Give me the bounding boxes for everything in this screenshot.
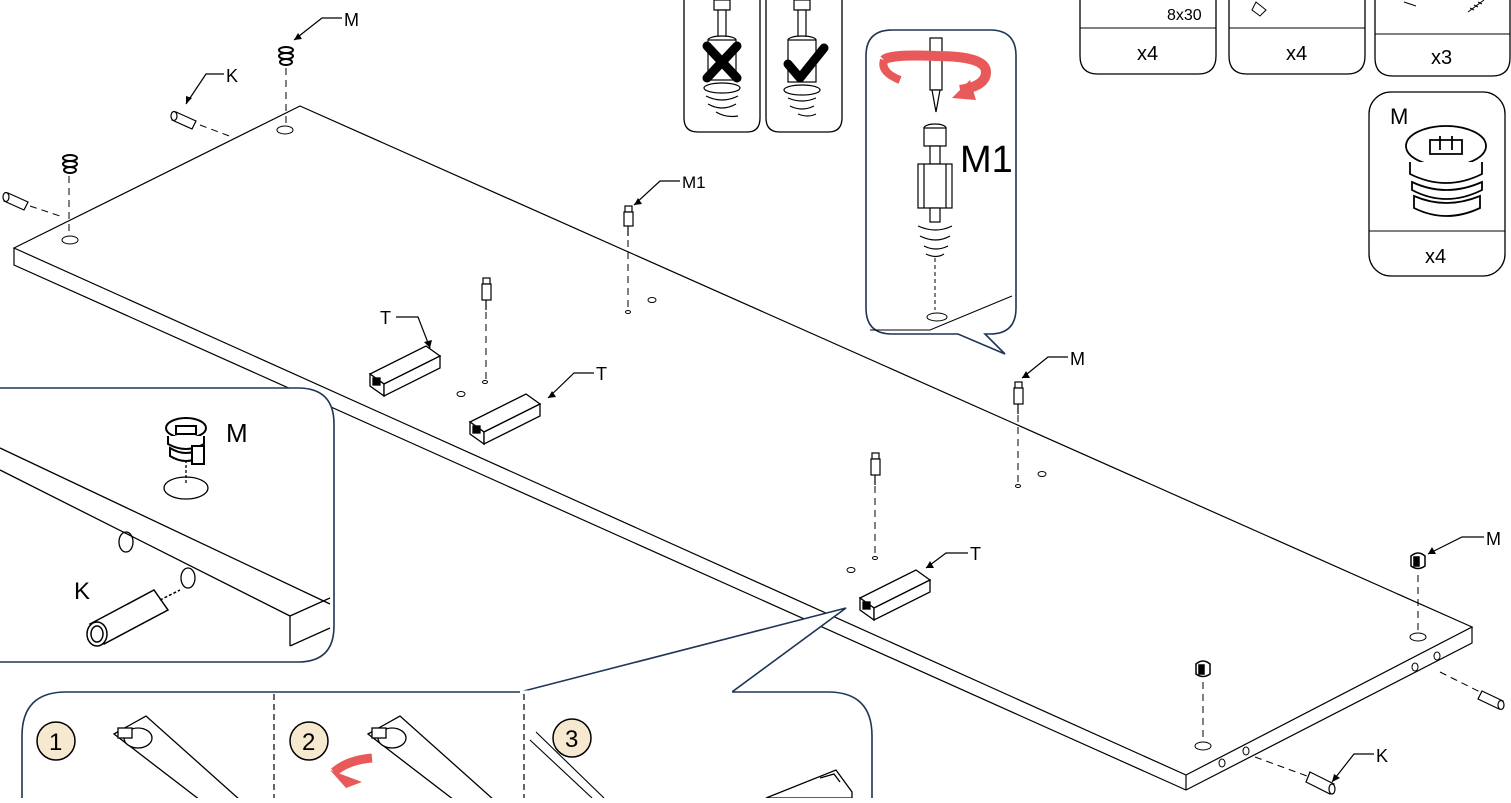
check-mark-icon <box>783 43 829 83</box>
parts-box-3-qty: x3 <box>1431 47 1452 69</box>
parts-box-2-qty: x4 <box>1286 43 1307 65</box>
step-2-number: 2 <box>302 729 315 756</box>
cam-lock-m-4 <box>1195 660 1211 678</box>
parts-box-m-qty: x4 <box>1425 246 1446 268</box>
steps-callout: 1 2 3 <box>21 607 873 801</box>
parts-box-3: x3 <box>1374 0 1511 77</box>
cam-detail-callout: M K <box>0 387 335 663</box>
label-m-top: M <box>344 10 359 30</box>
parts-box-1-qty: x4 <box>1137 43 1158 65</box>
cam-detail-k-label: K <box>74 578 90 605</box>
guide-lines <box>29 68 1481 781</box>
step-2: 2 <box>289 715 496 801</box>
step-3: 3 <box>529 718 853 799</box>
label-k-bottom: K <box>1376 746 1388 766</box>
parts-box-1-size: 8x30 <box>1167 7 1202 24</box>
step-3-number: 3 <box>565 726 578 753</box>
dowel-k-4 <box>1305 771 1336 795</box>
wrong-install-box <box>683 0 761 133</box>
dowel-k-3 <box>1477 690 1505 711</box>
connector-t-2 <box>468 393 542 446</box>
connector-t-3 <box>858 569 932 622</box>
dowel-k-1 <box>170 110 197 130</box>
parts-box-m: M x4 <box>1368 91 1506 277</box>
dowel-detail-icon <box>86 589 181 647</box>
dowel-k-2 <box>2 191 29 211</box>
bolt-2 <box>481 277 492 310</box>
parts-box-2: x4 <box>1228 0 1366 75</box>
cross-mark-icon <box>702 41 742 83</box>
parts-box-m-label: M <box>1390 104 1408 129</box>
step-1-number: 1 <box>49 729 62 756</box>
label-t-2: T <box>596 364 607 384</box>
label-t-3: T <box>970 544 981 564</box>
bolt-m1 <box>623 205 634 236</box>
cam-lock-m-1 <box>278 46 294 66</box>
right-install-box <box>765 0 843 133</box>
panel-holes <box>61 125 1441 768</box>
cam-lock-m-3 <box>1410 552 1426 570</box>
cam-lock-detail-icon <box>165 417 207 465</box>
parts-box-1: 8x30 x4 <box>1079 0 1217 75</box>
label-k-top: K <box>226 66 238 86</box>
label-m-right: M <box>1486 529 1501 549</box>
bolt-4 <box>870 452 881 485</box>
m1-detail-label: M1 <box>960 139 1013 181</box>
main-panel <box>12 105 1474 791</box>
m1-detail-callout: M1 <box>865 29 1017 355</box>
label-t-1: T <box>380 308 391 328</box>
cam-detail-m-label: M <box>226 418 248 448</box>
label-m1-bolt: M1 <box>682 173 706 192</box>
leader-arrowheads <box>186 33 1436 782</box>
leader-lines <box>185 17 1484 783</box>
label-m-mid: M <box>1070 349 1085 369</box>
bolt-m-3 <box>1013 381 1024 414</box>
connector-t-1 <box>368 345 442 398</box>
rotate-arrow-icon <box>330 753 373 788</box>
cam-lock-m-2 <box>62 154 78 174</box>
rotation-arrow-icon <box>879 50 992 100</box>
cam-lock-icon <box>1405 125 1487 217</box>
